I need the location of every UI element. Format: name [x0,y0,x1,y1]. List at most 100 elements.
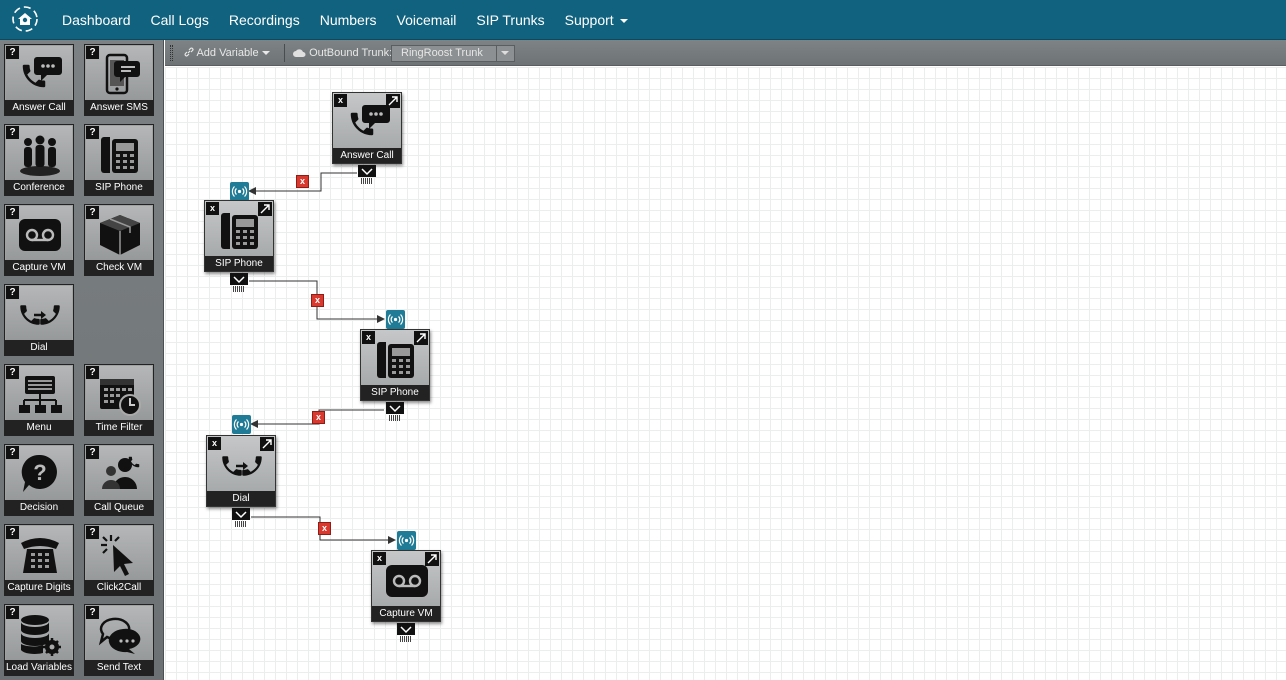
help-icon[interactable]: ? [86,46,99,59]
chevron-down-icon [400,626,412,634]
delete-connection-button[interactable]: x [311,294,324,307]
tool-sip-phone[interactable]: ? SIP Phone [84,124,154,196]
tool-label: Send Text [85,660,153,675]
help-icon[interactable]: ? [86,366,99,379]
desk-phone-icon [221,213,258,249]
voicemail-icon [19,219,61,251]
expand-icon[interactable] [386,94,400,108]
tool-label: Decision [5,500,73,515]
flow-node-capture-vm[interactable]: x Capture VM [371,550,441,622]
help-icon[interactable]: ? [6,606,19,619]
close-icon[interactable]: x [208,437,221,450]
outbound-trunk-select[interactable]: RingRoost Trunk [391,45,515,62]
output-port[interactable] [358,165,376,177]
decision-icon: ? [21,454,57,492]
delete-connection-button[interactable]: x [318,522,331,535]
tool-capture-digits[interactable]: ? Capture Digits [4,524,74,596]
help-icon[interactable]: ? [6,286,19,299]
expand-icon[interactable] [425,552,439,566]
chat-bubbles-icon [98,617,141,654]
nav-sip-trunks[interactable]: SIP Trunks [476,12,545,28]
help-icon[interactable]: ? [86,446,99,459]
help-icon[interactable]: ? [86,126,99,139]
tool-capture-vm[interactable]: ? Capture VM [4,204,74,276]
tool-label: SIP Phone [85,180,153,195]
tool-answer-call[interactable]: ? Answer Call [4,44,74,116]
output-port[interactable] [386,402,404,414]
dropdown-toggle[interactable] [496,46,514,61]
drag-handle[interactable] [170,45,173,61]
help-icon[interactable]: ? [86,526,99,539]
tool-call-queue[interactable]: ? Call Queue [84,444,154,516]
help-icon[interactable]: ? [6,206,19,219]
close-icon[interactable]: x [334,94,347,107]
ringroost-logo[interactable] [9,5,41,33]
close-icon[interactable]: x [362,331,375,344]
flow-canvas[interactable]: x Answer Call x x SIP Phone [165,67,1286,680]
flow-node-sip-phone[interactable]: x SIP Phone [360,329,430,401]
tool-label: Load Variables [5,660,73,675]
desk-phone-icon [377,342,414,378]
output-port[interactable] [230,273,248,285]
close-icon[interactable]: x [373,552,386,565]
tool-click2call[interactable]: ? Click2Call [84,524,154,596]
input-port[interactable] [232,415,251,434]
port-pins [389,415,401,421]
main-nav: Dashboard Call Logs Recordings Numbers V… [52,0,638,40]
nav-call-logs[interactable]: Call Logs [150,12,209,28]
add-variable-button[interactable]: Add Variable [184,40,270,66]
flow-node-answer-call[interactable]: x Answer Call [332,92,402,164]
delete-connection-button[interactable]: x [296,175,309,188]
node-label: Answer Call [333,148,401,163]
cursor-click-icon [101,535,133,576]
node-label: SIP Phone [205,256,273,271]
help-icon[interactable]: ? [6,126,19,139]
tool-load-variables[interactable]: ? Load Variables [4,604,74,676]
help-icon[interactable]: ? [6,446,19,459]
node-label: SIP Phone [361,385,429,400]
tool-label: Capture Digits [5,580,73,595]
nav-numbers[interactable]: Numbers [319,12,377,28]
input-port[interactable] [386,310,405,329]
chevron-down-icon [501,51,509,55]
expand-icon[interactable] [258,202,272,216]
port-pins [361,178,373,184]
broadcast-icon [233,419,250,430]
help-icon[interactable]: ? [6,526,19,539]
chevron-down-icon [233,276,245,284]
tool-check-vm[interactable]: ? Check VM [84,204,154,276]
input-port[interactable] [230,182,249,201]
delete-connection-button[interactable]: x [312,411,325,424]
tool-label: Click2Call [85,580,153,595]
phone-chat-icon [350,105,390,136]
flow-node-sip-phone[interactable]: x SIP Phone [204,200,274,272]
help-icon[interactable]: ? [6,46,19,59]
help-icon[interactable]: ? [6,366,19,379]
broadcast-icon [387,314,404,325]
nav-voicemail[interactable]: Voicemail [396,12,457,28]
tool-time-filter[interactable]: ? Time Filter [84,364,154,436]
flow-node-dial[interactable]: x Dial [206,435,276,507]
tool-dial[interactable]: ? Dial [4,284,74,356]
tool-answer-sms[interactable]: ? Answer SMS [84,44,154,116]
mobile-sms-icon [105,53,140,95]
port-pins [400,636,412,642]
nav-recordings[interactable]: Recordings [228,12,300,28]
tool-label: Call Queue [85,500,153,515]
tool-conference[interactable]: ? Conference [4,124,74,196]
close-icon[interactable]: x [206,202,219,215]
output-port[interactable] [232,508,250,520]
output-port[interactable] [397,623,415,635]
nav-dashboard[interactable]: Dashboard [62,12,131,28]
help-icon[interactable]: ? [86,606,99,619]
expand-icon[interactable] [260,437,274,451]
svg-text:?: ? [33,460,46,485]
tool-menu[interactable]: ? Menu [4,364,74,436]
nav-support-dropdown[interactable]: Support [555,0,638,40]
expand-icon[interactable] [414,331,428,345]
tool-decision[interactable]: ? ? Decision [4,444,74,516]
input-port[interactable] [397,531,416,550]
tool-send-text[interactable]: ? Send Text [84,604,154,676]
help-icon[interactable]: ? [86,206,99,219]
top-navbar: Dashboard Call Logs Recordings Numbers V… [0,0,1286,40]
